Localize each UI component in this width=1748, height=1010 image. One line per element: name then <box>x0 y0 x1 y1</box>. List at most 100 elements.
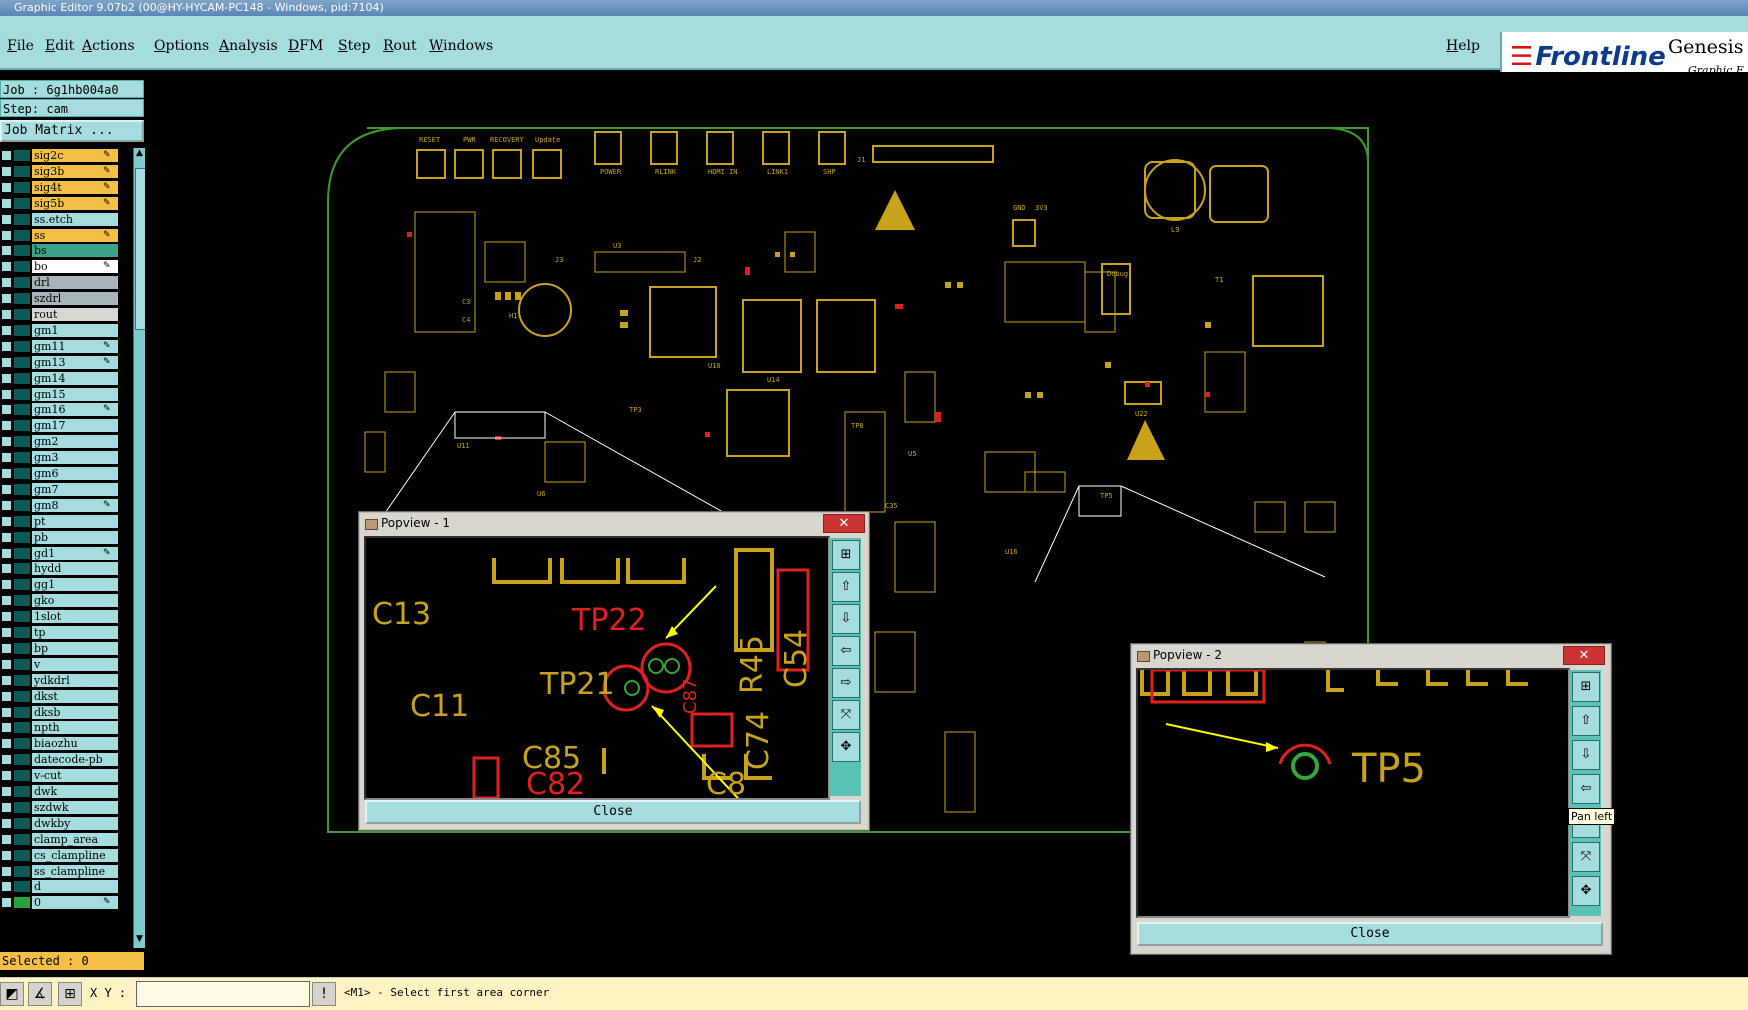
layer-name[interactable]: bp <box>32 641 118 655</box>
layer-checkbox[interactable] <box>1 293 12 305</box>
layer-name[interactable]: clamp_area <box>32 832 118 846</box>
grid-tool-icon[interactable]: ⊞ <box>58 982 82 1006</box>
layer-row[interactable]: drl <box>0 275 132 290</box>
layer-row[interactable]: gm13✎ <box>0 355 132 370</box>
layer-checkbox[interactable] <box>1 404 12 416</box>
layer-row[interactable]: sig2c✎ <box>0 148 132 163</box>
scroll-up-icon[interactable]: ▲ <box>136 148 143 158</box>
layer-name[interactable]: gm2 <box>32 435 118 449</box>
layer-row[interactable]: pt <box>0 514 132 529</box>
layer-row[interactable]: gm16✎ <box>0 402 132 417</box>
measure-tool-icon[interactable]: ∡ <box>28 982 52 1006</box>
layer-row[interactable]: dwk <box>0 784 132 799</box>
layer-row[interactable]: dkst <box>0 689 132 704</box>
layer-name[interactable]: bs <box>32 244 118 258</box>
menu-file[interactable]: File <box>7 38 34 54</box>
layer-checkbox[interactable] <box>1 531 12 543</box>
layer-row[interactable]: gm6 <box>0 466 132 481</box>
layer-checkbox[interactable] <box>1 483 12 495</box>
layer-name[interactable]: 0 <box>32 896 118 910</box>
layer-row[interactable]: clamp_area <box>0 832 132 847</box>
layer-name[interactable]: dksb <box>32 705 118 719</box>
zoom-fit-icon[interactable]: ⤧ <box>832 700 860 730</box>
layer-name[interactable]: pt <box>32 514 118 528</box>
menu-actions[interactable]: Actions <box>82 38 135 54</box>
layer-checkbox[interactable] <box>1 817 12 829</box>
layer-checkbox[interactable] <box>1 356 12 368</box>
layer-row[interactable]: ss.etch <box>0 212 132 227</box>
xy-input[interactable] <box>136 981 310 1007</box>
layer-row[interactable]: szdrl <box>0 291 132 306</box>
layer-row[interactable]: gm15 <box>0 387 132 402</box>
layer-checkbox[interactable] <box>1 770 12 782</box>
layer-name[interactable]: gm6 <box>32 467 118 480</box>
zoom-home-icon[interactable]: ✥ <box>1572 876 1600 906</box>
layer-name[interactable]: pb <box>32 530 118 544</box>
layer-checkbox[interactable] <box>1 452 12 464</box>
layer-row[interactable]: gm11✎ <box>0 339 132 354</box>
layer-checkbox[interactable] <box>1 801 12 813</box>
layer-checkbox[interactable] <box>1 849 12 861</box>
layer-name[interactable]: datecode-pb <box>32 753 118 767</box>
layer-checkbox[interactable] <box>1 658 12 670</box>
layer-checkbox[interactable] <box>1 642 12 654</box>
layer-row[interactable]: cs_clampline <box>0 848 132 863</box>
layer-name[interactable]: gm17 <box>32 419 118 433</box>
layer-name[interactable]: ss_clampline <box>32 864 118 878</box>
layer-checkbox[interactable] <box>1 595 12 607</box>
layer-row[interactable]: gm1 <box>0 323 132 338</box>
layer-checkbox[interactable] <box>1 150 12 161</box>
menu-options[interactable]: Options <box>154 38 210 54</box>
layer-row[interactable]: gg1 <box>0 577 132 592</box>
menu-edit[interactable]: Edit <box>45 38 75 54</box>
layer-row[interactable]: gm2 <box>0 434 132 449</box>
layer-row[interactable]: gm8✎ <box>0 498 132 513</box>
layer-name[interactable]: v-cut <box>32 769 118 783</box>
pan-up-icon[interactable]: ⇧ <box>1572 706 1600 736</box>
layer-name[interactable]: drl <box>32 276 118 290</box>
layer-name[interactable]: szdwk <box>32 800 118 814</box>
layer-checkbox[interactable] <box>1 786 12 797</box>
layer-checkbox[interactable] <box>1 738 12 750</box>
layer-row[interactable]: gm17 <box>0 418 132 433</box>
scroll-down-icon[interactable]: ▼ <box>136 934 143 944</box>
layer-name[interactable]: sig3b <box>32 164 118 178</box>
layer-row[interactable]: v-cut <box>0 768 132 783</box>
layer-name[interactable]: v <box>32 657 118 671</box>
layer-checkbox[interactable] <box>1 261 12 273</box>
layer-checkbox[interactable] <box>1 324 12 336</box>
layer-row[interactable]: gm3 <box>0 450 132 465</box>
layer-row[interactable]: rout <box>0 307 132 322</box>
layer-checkbox[interactable] <box>1 181 12 193</box>
layer-checkbox[interactable] <box>1 340 12 352</box>
popview-2-view[interactable]: TP5 <box>1136 668 1570 918</box>
menu-windows[interactable]: Windows <box>429 38 494 54</box>
pan-down-icon[interactable]: ⇩ <box>832 604 860 634</box>
layer-row[interactable]: szdwk <box>0 800 132 815</box>
layer-row[interactable]: hydd <box>0 561 132 576</box>
layer-row[interactable]: ydkdrl <box>0 673 132 688</box>
menu-rout[interactable]: Rout <box>383 38 417 54</box>
layer-name[interactable]: gm13 <box>32 355 118 369</box>
menu-analysis[interactable]: Analysis <box>219 38 278 54</box>
popview-2-close-button[interactable]: Close <box>1137 922 1603 946</box>
layer-checkbox[interactable] <box>1 499 12 511</box>
layer-name[interactable]: cs_clampline <box>32 848 118 862</box>
layer-name[interactable]: gm15 <box>32 387 118 401</box>
job-matrix-button[interactable]: Job Matrix ... <box>0 120 144 142</box>
layer-name[interactable]: 1slot <box>32 610 118 624</box>
layer-name[interactable]: dkst <box>32 689 118 703</box>
layer-row[interactable]: tp <box>0 625 132 640</box>
layer-checkbox[interactable] <box>1 388 12 400</box>
layer-name[interactable]: gm14 <box>32 371 118 385</box>
layer-row[interactable]: 1slot <box>0 609 132 624</box>
layer-checkbox[interactable] <box>1 309 12 320</box>
layer-row[interactable]: bs <box>0 243 132 258</box>
layer-checkbox[interactable] <box>1 690 12 702</box>
layer-checkbox[interactable] <box>1 277 12 289</box>
layer-checkbox[interactable] <box>1 547 12 559</box>
layer-row[interactable]: gd1✎ <box>0 546 132 561</box>
layer-row[interactable]: ss_clampline <box>0 864 132 879</box>
layer-checkbox[interactable] <box>1 165 12 177</box>
layer-name[interactable]: biaozhu <box>32 737 118 751</box>
